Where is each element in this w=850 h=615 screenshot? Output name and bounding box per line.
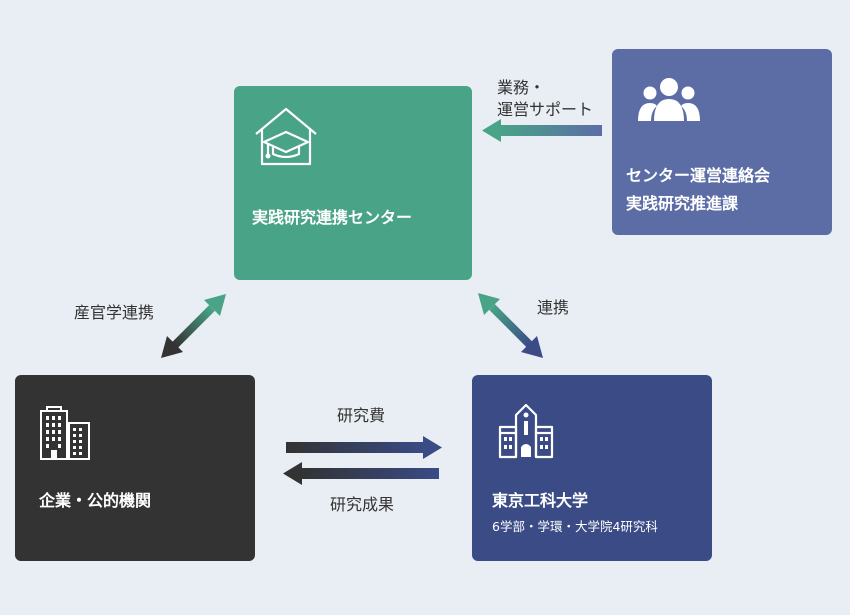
liaison-line2: 実践研究推進課 <box>626 194 739 213</box>
university-title: 東京工科大学 <box>492 491 589 510</box>
industry-node: 企業・公的機関 <box>15 375 255 561</box>
industry-title: 企業・公的機関 <box>39 491 152 510</box>
research-funds-label: 研究費 <box>337 406 386 425</box>
people-group-icon <box>638 78 700 121</box>
liaison-line1: センター運営連絡会 <box>626 166 771 185</box>
office-buildings-icon <box>40 406 90 460</box>
research-results-arrow <box>283 462 439 485</box>
research-funds-arrow <box>286 436 442 459</box>
graduation-house-icon <box>255 107 317 166</box>
renkei-label: 連携 <box>537 298 570 317</box>
center-title: 実践研究連携センター <box>252 208 413 227</box>
support-arrow <box>482 119 602 142</box>
sankangaku-arrow <box>161 294 226 358</box>
renkei-arrow <box>478 293 543 358</box>
university-node: 東京工科大学 6学部・学環・大学院4研究科 <box>472 375 712 561</box>
university-subtitle: 6学部・学環・大学院4研究科 <box>492 519 658 534</box>
research-results-label: 研究成果 <box>330 495 395 514</box>
liaison-node: センター運営連絡会 実践研究推進課 <box>612 49 832 235</box>
university-building-icon <box>498 403 554 459</box>
sankangaku-label: 産官学連携 <box>74 303 155 322</box>
center-node: 実践研究連携センター <box>234 86 472 280</box>
support-label: 業務・ 運営サポート <box>497 78 594 119</box>
